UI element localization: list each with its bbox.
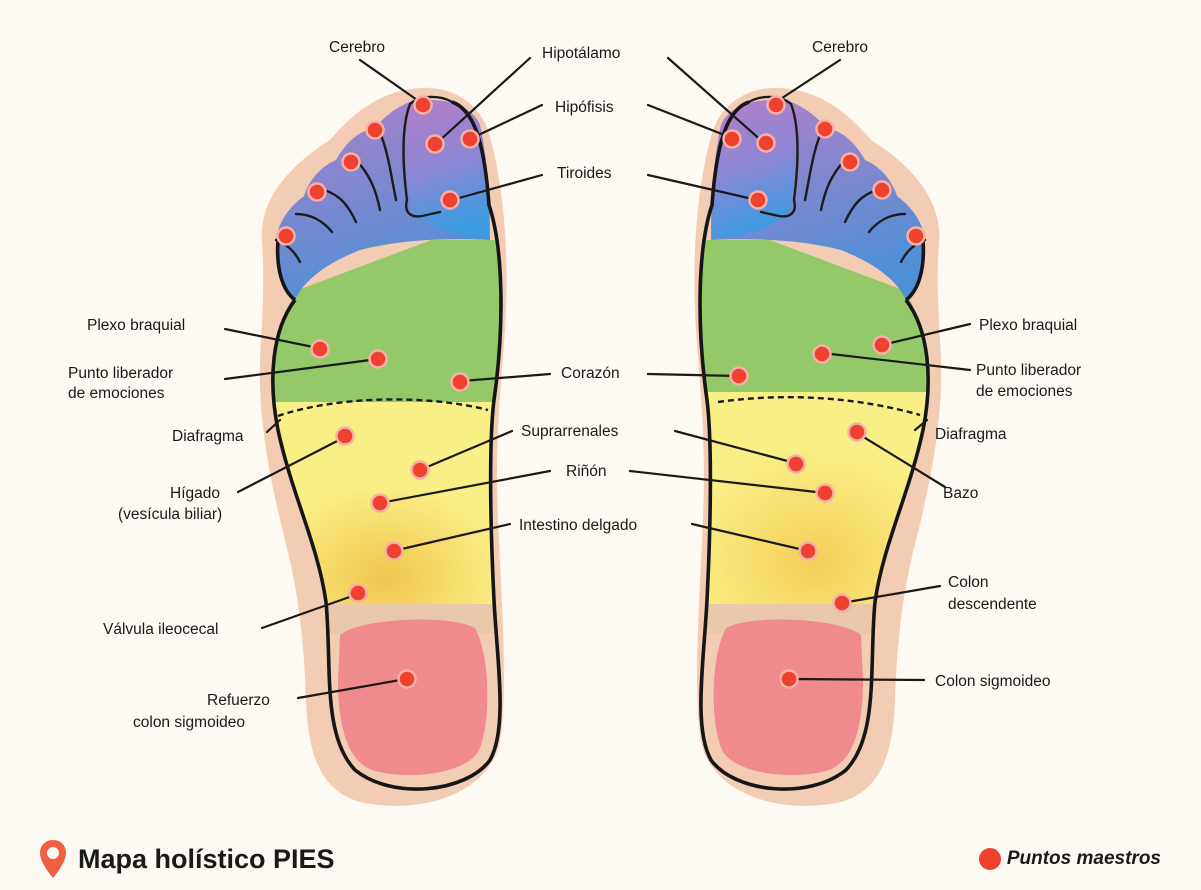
point-rinon-right [817,485,834,502]
left-foot [250,88,520,806]
label-cerebro-left: Cerebro [329,39,385,56]
label-refuerzo-2: colon sigmoideo [133,714,245,731]
label-cerebro-right: Cerebro [812,39,868,56]
point-hipofisis-left [462,131,479,148]
label-punto-left-1: Punto liberador [68,365,173,382]
point-bazo [849,424,866,441]
label-hipofisis: Hipófisis [555,99,614,116]
point-toe-4-left [309,184,326,201]
point-toe-5-left [278,228,295,245]
point-intestino-right [800,543,817,560]
point-liberador-right [814,346,831,363]
point-hipotalamo-right [758,135,775,152]
point-rinon-left [372,495,389,512]
point-hipotalamo-left [427,136,444,153]
point-cerebro-left [415,97,432,114]
label-refuerzo-1: Refuerzo [207,692,270,709]
label-diafragma-right: Diafragma [935,426,1007,443]
point-cerebro-right [768,97,785,114]
point-toe-4-right [874,182,891,199]
label-colon-desc-1: Colon [948,574,989,591]
label-colon-sigmoideo: Colon sigmoideo [935,673,1050,690]
label-plexo-left: Plexo braquial [87,317,185,334]
point-toe-5-right [908,228,925,245]
map-pin-icon [38,838,68,880]
legend-label: Puntos maestros [1007,848,1161,870]
label-colon-desc-2: descendente [948,596,1037,613]
point-intestino-left [386,543,403,560]
point-higado [337,428,354,445]
label-punto-right-2: de emociones [976,383,1073,400]
label-valvula: Válvula ileocecal [103,621,218,638]
point-suprarrenales-right [788,456,805,473]
point-toe-2-right [817,121,834,138]
label-diafragma-left: Diafragma [172,428,244,445]
label-suprarrenales: Suprarrenales [521,423,619,440]
legend-dot-icon [979,848,1001,870]
label-punto-left-2: de emociones [68,385,165,402]
right-pelvis-zone [714,620,863,776]
map-title: Mapa holístico PIES [38,838,335,880]
label-higado-2: (vesícula biliar) [118,506,222,523]
point-liberador-left [370,351,387,368]
point-corazon-left [452,374,469,391]
point-toe-3-left [343,154,360,171]
label-plexo-right: Plexo braquial [979,317,1077,334]
legend: Puntos maestros [979,848,1161,870]
label-tiroides: Tiroides [557,165,612,182]
right-foot [680,88,950,806]
point-toe-2-left [367,122,384,139]
point-corazon-right [731,368,748,385]
point-colon-descendente [834,595,851,612]
point-suprarrenales-left [412,462,429,479]
point-plexo-left [312,341,329,358]
point-hipofisis-right [724,131,741,148]
label-higado-1: Hígado [170,485,220,502]
label-rinon: Riñón [566,463,607,480]
point-toe-3-right [842,154,859,171]
point-valvula [350,585,367,602]
point-plexo-right [874,337,891,354]
label-bazo: Bazo [943,485,978,502]
label-corazon: Corazón [561,365,620,382]
left-pelvis-zone [338,620,487,776]
label-punto-right-1: Punto liberador [976,362,1081,379]
point-colon-sigmoideo [781,671,798,688]
point-tiroides-left [442,192,459,209]
footer: Mapa holístico PIES Puntos maestros [0,830,1201,890]
point-tiroides-right [750,192,767,209]
label-intestino: Intestino delgado [519,517,637,534]
point-refuerzo [399,671,416,688]
map-title-text: Mapa holístico PIES [78,844,335,875]
label-hipotalamo: Hipotálamo [542,45,620,62]
